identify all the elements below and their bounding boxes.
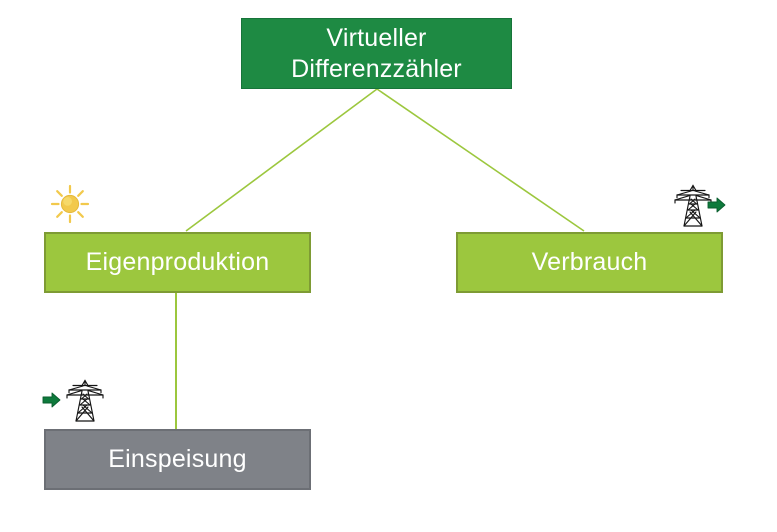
power-pylon-arrow-in-icon <box>42 377 104 423</box>
node-label: Virtueller Differenzzähler <box>291 24 462 83</box>
node-virtueller-differenzzaehler[interactable]: Virtueller Differenzzähler <box>241 18 512 89</box>
arrow-right-glyph <box>707 197 726 213</box>
sun-icon <box>49 183 91 225</box>
node-verbrauch[interactable]: Verbrauch <box>456 232 723 293</box>
edge-root-to-verbrauch <box>376 88 585 232</box>
arrow-right-glyph <box>42 392 61 408</box>
power-pylon-arrow-out-icon <box>664 182 726 228</box>
node-einspeisung[interactable]: Einspeisung <box>44 429 311 490</box>
node-eigenproduktion[interactable]: Eigenproduktion <box>44 232 311 293</box>
node-label: Verbrauch <box>531 248 648 277</box>
node-label: Eigenproduktion <box>85 248 270 277</box>
edge-root-to-eigenproduktion <box>185 88 378 232</box>
node-label: Einspeisung <box>108 445 247 474</box>
